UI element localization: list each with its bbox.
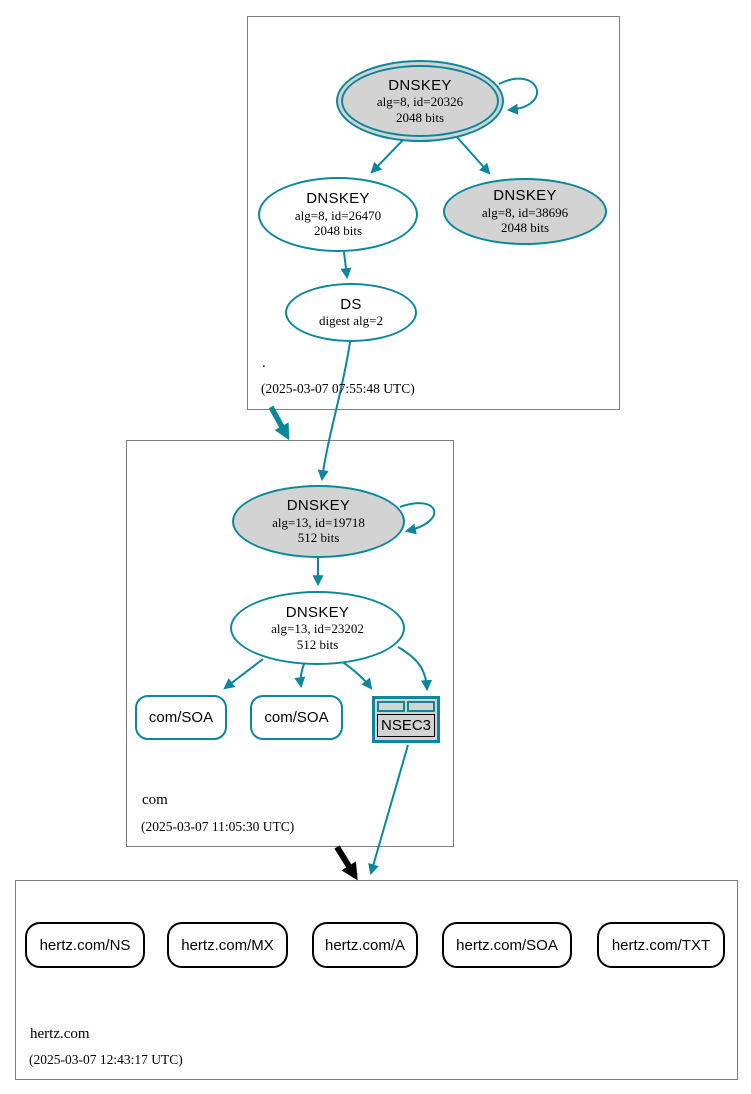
node-com-dnskey-zsk-23202[interactable]: DNSKEY alg=13, id=23202 512 bits bbox=[230, 591, 405, 665]
node-root-dnskey-zsk-26470[interactable]: DNSKEY alg=8, id=26470 2048 bits bbox=[258, 177, 418, 252]
edge-nsec3-to-hertz bbox=[368, 744, 409, 876]
nsec3-label: NSEC3 bbox=[377, 714, 435, 737]
zone-timestamp-root: (2025-03-07 07:55:48 UTC) bbox=[261, 381, 415, 396]
rrset-label: hertz.com/NS bbox=[39, 936, 131, 954]
zone-box-root bbox=[247, 16, 620, 410]
node-attr-bits: 512 bits bbox=[296, 636, 339, 652]
edge-com-zsk-to-nsec3-left bbox=[340, 660, 373, 690]
edge-com-zsk-to-nsec3-right bbox=[397, 646, 433, 692]
zone-label-hertz-com: hertz.com bbox=[30, 1026, 90, 1042]
node-com-soa-2[interactable]: com/SOA bbox=[250, 695, 343, 740]
node-attr-alg-id: alg=8, id=26470 bbox=[294, 207, 382, 223]
node-title: DNSKEY bbox=[286, 497, 351, 515]
node-hertz-com-mx[interactable]: hertz.com/MX bbox=[167, 922, 288, 968]
zone-label-root: . bbox=[262, 355, 266, 371]
node-hertz-com-a[interactable]: hertz.com/A bbox=[312, 922, 418, 968]
rrset-label: hertz.com/A bbox=[324, 936, 406, 954]
node-title: DNSKEY bbox=[285, 603, 350, 621]
node-attr-bits: 512 bits bbox=[297, 530, 340, 546]
rrset-label: hertz.com/SOA bbox=[456, 936, 558, 954]
rrset-label: hertz.com/TXT bbox=[611, 936, 711, 954]
rrset-label: com/SOA bbox=[264, 709, 329, 726]
node-title: DNSKEY bbox=[493, 187, 557, 205]
edge-com-ksk-selfloop bbox=[399, 502, 436, 535]
zone-box-hertz-com bbox=[15, 880, 738, 1080]
node-com-dnskey-ksk-19718[interactable]: DNSKEY alg=13, id=19718 512 bits bbox=[232, 485, 405, 558]
rrset-label: com/SOA bbox=[148, 709, 214, 726]
edge-root-ksk-to-zsk bbox=[370, 139, 404, 174]
node-attr-digest: digest alg=2 bbox=[318, 313, 384, 329]
zone-label-com: com bbox=[142, 792, 168, 808]
zone-box-com bbox=[126, 440, 454, 847]
node-root-dnskey-ksk-20326[interactable]: DNSKEY alg=8, id=20326 2048 bits bbox=[336, 60, 504, 142]
node-attr-bits: 2048 bits bbox=[313, 223, 363, 239]
edge-delegation-root-to-com bbox=[268, 405, 290, 441]
rrset-label: hertz.com/MX bbox=[181, 936, 274, 954]
zone-timestamp-hertz-com: (2025-03-07 12:43:17 UTC) bbox=[29, 1052, 183, 1067]
node-com-soa-1[interactable]: com/SOA bbox=[135, 695, 227, 740]
edge-root-zsk-to-ds bbox=[340, 251, 352, 280]
node-hertz-com-soa[interactable]: hertz.com/SOA bbox=[442, 922, 572, 968]
zone-timestamp-com: (2025-03-07 11:05:30 UTC) bbox=[141, 819, 295, 834]
edge-ds-to-com-ksk bbox=[317, 341, 351, 482]
node-root-dnskey-standby-38696[interactable]: DNSKEY alg=8, id=38696 2048 bits bbox=[443, 178, 607, 245]
nsec3-record-cells bbox=[377, 701, 435, 712]
edge-com-zsk-to-soa2 bbox=[294, 663, 306, 689]
edge-delegation-com-to-hertz-insecure bbox=[334, 845, 358, 881]
node-title: DNSKEY bbox=[306, 190, 370, 208]
node-attr-bits: 2048 bits bbox=[500, 220, 550, 236]
edge-com-zsk-to-soa1 bbox=[223, 658, 264, 690]
node-attr-alg-id: alg=8, id=38696 bbox=[481, 204, 569, 220]
node-hertz-com-txt[interactable]: hertz.com/TXT bbox=[597, 922, 725, 968]
node-com-nsec3[interactable]: NSEC3 bbox=[372, 696, 440, 743]
edge-root-ksk-selfloop bbox=[498, 77, 539, 115]
node-title: DS bbox=[340, 296, 362, 314]
trust-anchor-double-border bbox=[341, 65, 499, 137]
nsec3-cell-left bbox=[377, 701, 405, 712]
node-hertz-com-ns[interactable]: hertz.com/NS bbox=[25, 922, 145, 968]
node-attr-alg-id: alg=13, id=19718 bbox=[272, 514, 365, 530]
nsec3-cell-right bbox=[407, 701, 435, 712]
edge-root-ksk-to-standby bbox=[455, 135, 491, 175]
node-root-ds[interactable]: DS digest alg=2 bbox=[285, 283, 417, 342]
node-attr-alg-id: alg=13, id=23202 bbox=[271, 621, 364, 637]
